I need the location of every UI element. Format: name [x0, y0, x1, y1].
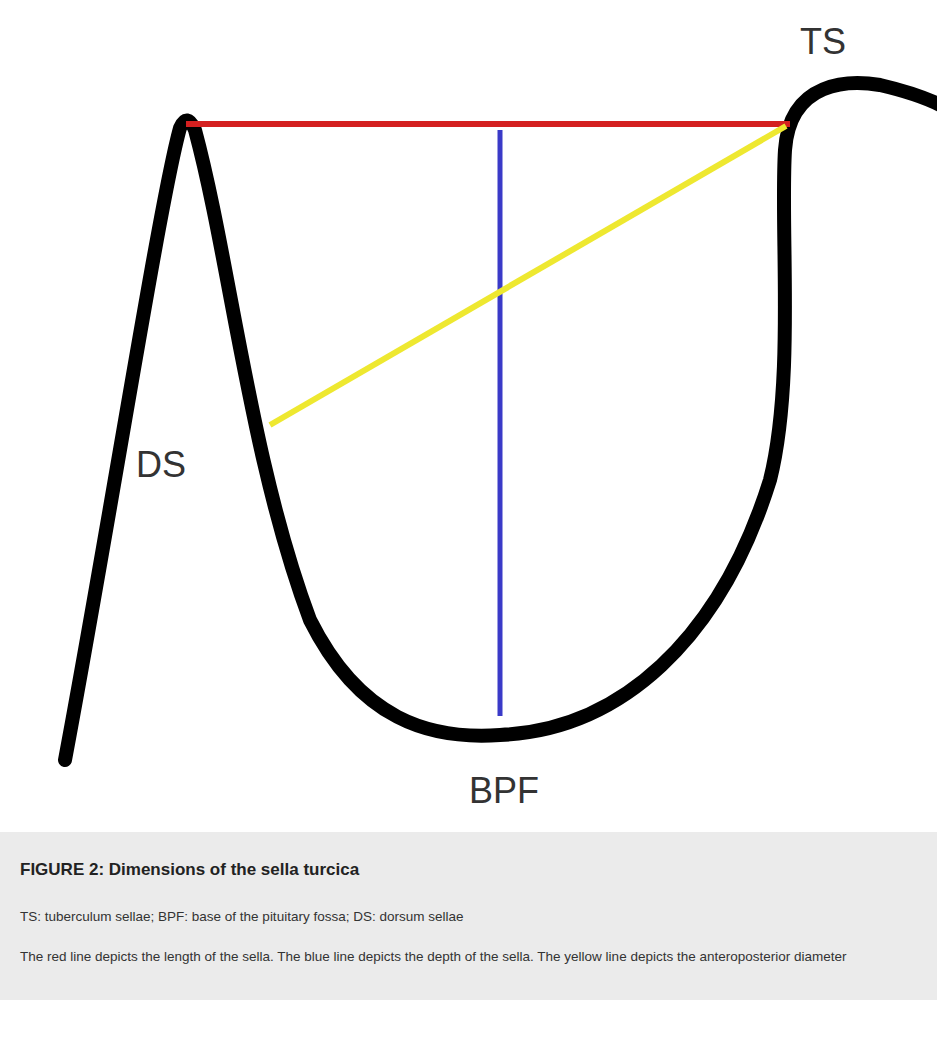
- sella-outline: [65, 83, 937, 760]
- depth-line: [498, 130, 503, 716]
- figure-title: FIGURE 2: Dimensions of the sella turcic…: [20, 860, 359, 880]
- sella-illustration: [0, 0, 937, 832]
- abbreviations-note: TS: tuberculum sellae; BPF: base of the …: [20, 908, 917, 926]
- label-ts: TS: [800, 24, 846, 60]
- length-line: [186, 121, 790, 127]
- label-ds: DS: [136, 447, 186, 483]
- figure-caption: The red line depicts the length of the s…: [20, 948, 917, 966]
- diameter-line: [270, 126, 786, 425]
- label-bpf: BPF: [469, 773, 539, 809]
